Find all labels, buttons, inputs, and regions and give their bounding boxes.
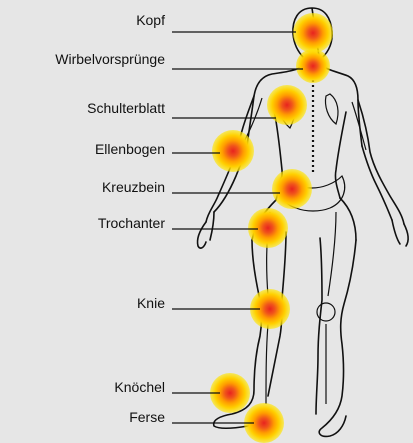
right-leg-outline — [316, 238, 356, 436]
spot-kopf — [293, 13, 333, 53]
label-ellenbogen: Ellenbogen — [95, 141, 165, 157]
label-kopf: Kopf — [136, 12, 165, 28]
label-knie: Knie — [137, 295, 165, 311]
left-tibia — [266, 324, 268, 404]
right-scapula — [325, 94, 338, 124]
label-wirbelvorsprunge: Wirbelvorsprünge — [55, 51, 165, 67]
right-arm-outline — [358, 100, 404, 224]
spot-schulterblatt — [267, 85, 307, 125]
right-hand-outline — [392, 220, 408, 246]
label-kreuzbein: Kreuzbein — [102, 179, 165, 195]
spot-wirbelvorsprunge — [296, 49, 330, 83]
right-femur — [328, 212, 336, 296]
right-kneecap — [317, 303, 335, 321]
spot-kreuzbein — [272, 169, 312, 209]
label-trochanter: Trochanter — [98, 215, 165, 231]
spot-trochanter — [248, 208, 288, 248]
label-schulterblatt: Schulterblatt — [87, 100, 165, 116]
left-hand-outline — [197, 212, 214, 248]
label-knochel: Knöchel — [114, 379, 165, 395]
label-ferse: Ferse — [129, 409, 165, 425]
spot-ellenbogen — [212, 130, 254, 172]
